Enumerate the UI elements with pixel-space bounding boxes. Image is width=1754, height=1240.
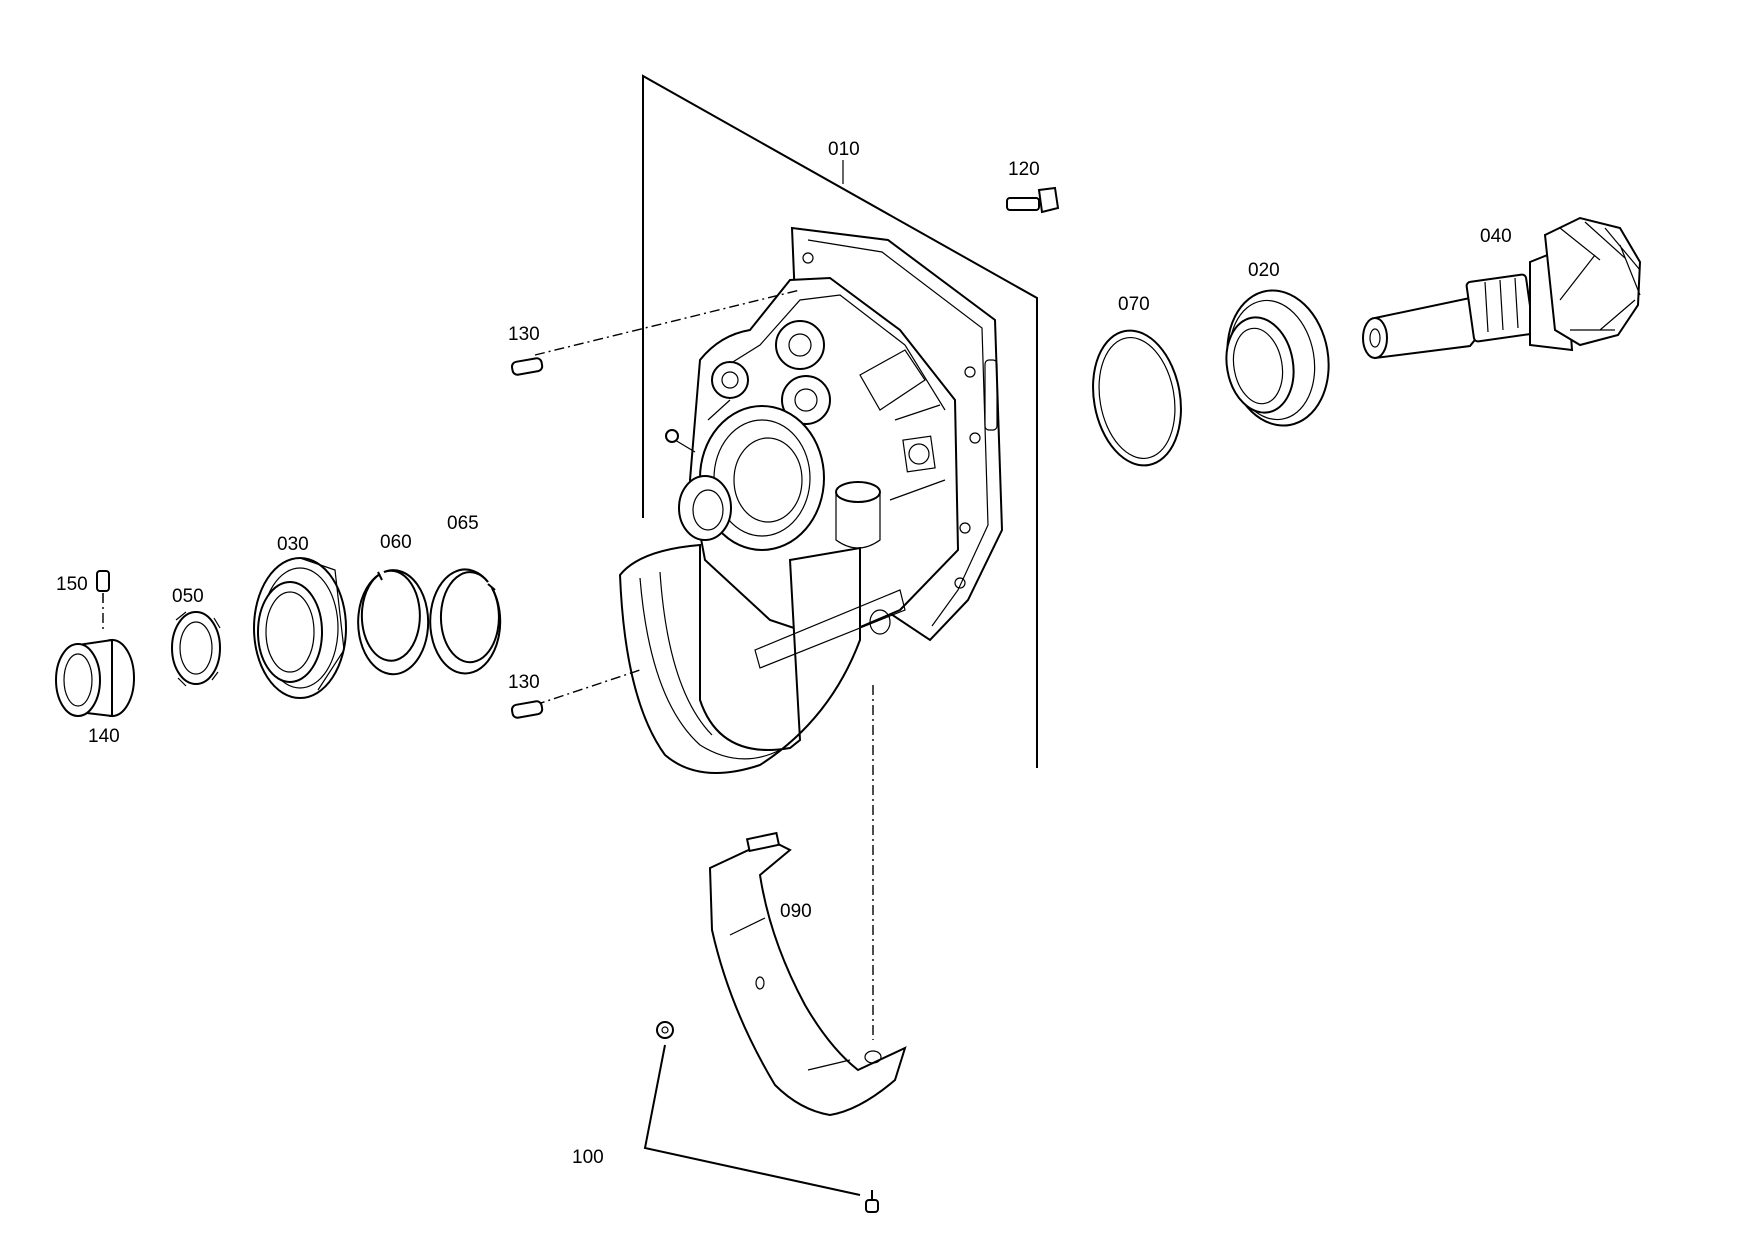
label-050: 050 [172,586,204,607]
dowel-pin-part-130-bottom[interactable] [510,700,544,719]
label-020: 020 [1248,260,1280,281]
label-030: 030 [277,534,309,555]
label-140: 140 [88,726,120,747]
pinion-shaft-part-040[interactable] [1362,216,1642,360]
label-150: 150 [56,574,88,595]
label-130-top: 130 [508,324,540,345]
housing-bracket-lines [642,74,1038,768]
dowel-pin-part-130-top[interactable] [510,357,544,376]
pin-part-150[interactable] [96,570,110,592]
guard-strap-part-090[interactable] [708,831,907,1117]
snap-ring-part-065[interactable] [429,568,502,675]
o-ring-part-070[interactable] [1083,324,1191,473]
snap-ring-part-060[interactable] [357,569,430,676]
label-100: 100 [572,1147,604,1168]
part-labels: 010 120 040 020 070 130 065 060 030 150 … [56,139,1512,1168]
housing-part-010[interactable] [618,226,1004,774]
label-040: 040 [1480,226,1512,247]
nut-part-050[interactable] [171,611,221,687]
label-060: 060 [380,532,412,553]
bearing-part-020[interactable] [1217,282,1339,433]
sleeve-part-140[interactable] [55,638,135,718]
screw-part-100[interactable] [865,1190,879,1213]
label-010: 010 [828,139,860,160]
label-090: 090 [780,901,812,922]
label-070: 070 [1118,294,1150,315]
label-065: 065 [447,513,479,534]
nut-part-100[interactable] [656,1021,674,1039]
bearing-part-030[interactable] [253,557,347,699]
label-120: 120 [1008,159,1040,180]
label-leader-lines [102,160,861,1196]
label-130-bottom: 130 [508,672,540,693]
bolt-part-120[interactable] [1006,186,1060,214]
